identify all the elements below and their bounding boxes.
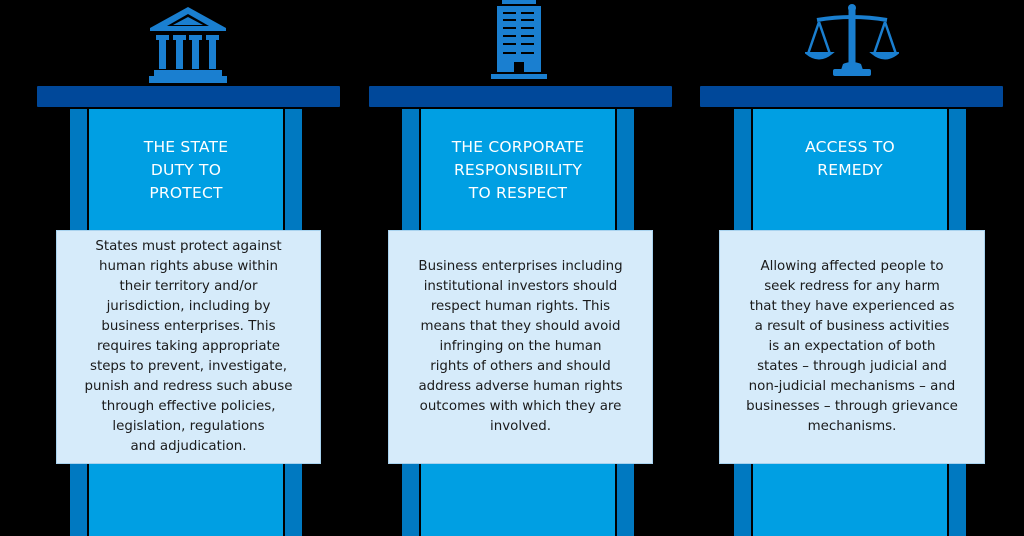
title-line: THE STATE bbox=[143, 138, 229, 156]
pillar-title: THE CORPORATE RESPONSIBILITY TO RESPECT bbox=[413, 136, 623, 205]
pillar-description: Business enterprises including instituti… bbox=[388, 230, 653, 464]
pillar-description: Allowing affected people to seek redress… bbox=[719, 230, 985, 464]
pillar-state-duty: THE STATE DUTY TO PROTECT States must pr… bbox=[37, 0, 340, 536]
office-tower-icon bbox=[369, 0, 672, 82]
pillar-beam bbox=[369, 86, 672, 107]
title-line: TO RESPECT bbox=[468, 184, 568, 202]
description-text: States must protect against human rights… bbox=[84, 239, 293, 454]
title-line: THE CORPORATE bbox=[451, 138, 585, 156]
pillar-title: ACCESS TO REMEDY bbox=[753, 136, 947, 182]
scales-of-justice-icon bbox=[700, 0, 1003, 82]
description-text: Business enterprises including instituti… bbox=[418, 259, 623, 434]
government-building-icon bbox=[37, 0, 340, 83]
title-line: RESPONSIBILITY bbox=[453, 161, 583, 179]
title-line: REMEDY bbox=[817, 161, 883, 179]
pillar-corporate-responsibility: THE CORPORATE RESPONSIBILITY TO RESPECT … bbox=[369, 0, 672, 536]
title-line: DUTY TO bbox=[150, 161, 222, 179]
title-line: ACCESS TO bbox=[805, 138, 895, 156]
pillar-beam bbox=[700, 86, 1003, 107]
title-line: PROTECT bbox=[149, 184, 223, 202]
description-text: Allowing affected people to seek redress… bbox=[746, 259, 958, 434]
pillar-title: THE STATE DUTY TO PROTECT bbox=[89, 136, 283, 205]
pillar-beam bbox=[37, 86, 340, 107]
pillar-description: States must protect against human rights… bbox=[56, 230, 321, 464]
pillar-access-to-remedy: ACCESS TO REMEDY Allowing affected peopl… bbox=[700, 0, 1003, 536]
